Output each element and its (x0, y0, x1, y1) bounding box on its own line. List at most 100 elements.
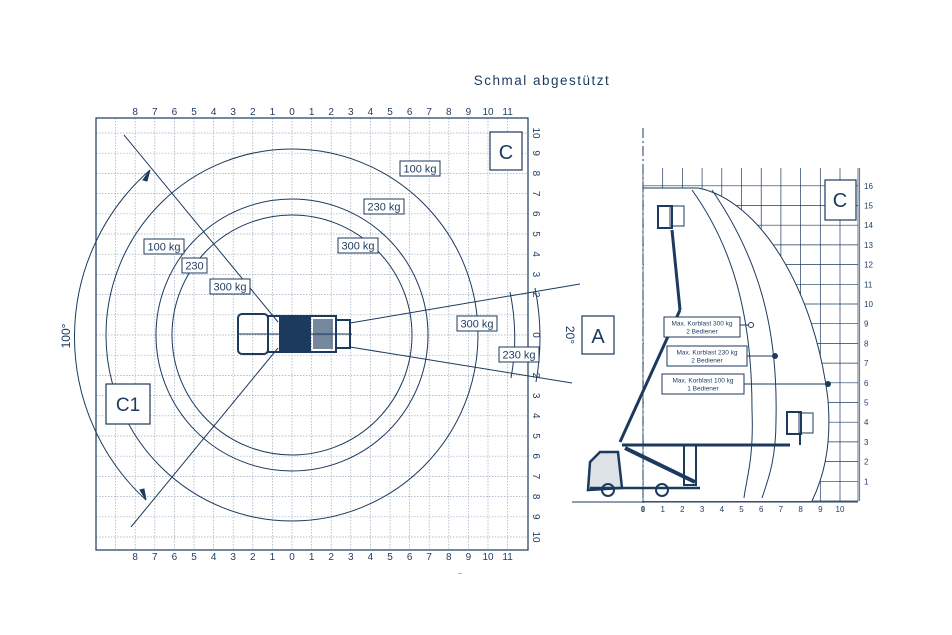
svg-text:Max. Korblast 230 kg: Max. Korblast 230 kg (676, 350, 737, 357)
side-x-tick-label: 10 (836, 505, 845, 514)
side-x-tick-label: 7 (779, 505, 784, 514)
arc-a-angle (534, 287, 541, 383)
side-y-tick-label: 14 (864, 221, 873, 230)
x-tick-label-top: 4 (211, 107, 217, 118)
x-tick-label-top: 8 (446, 107, 452, 118)
zone-c-label: C (489, 131, 523, 171)
side-y-tick-label: 8 (864, 339, 869, 348)
y-tick-label: 2 (530, 292, 541, 298)
x-tick-label-top: 6 (407, 107, 413, 118)
side-y-tick-label: 16 (864, 182, 873, 191)
sector-line-a-lower (349, 346, 573, 384)
side-view-envelopes (643, 187, 831, 502)
envelope-300kg (691, 189, 753, 499)
x-tick-label-top: 7 (152, 107, 158, 118)
side-x-tick-label: 8 (798, 505, 803, 514)
x-tick-label-bottom: 4 (211, 552, 217, 563)
x-tick-label-bottom: 6 (407, 552, 413, 563)
x-tick-label-bottom: 5 (387, 552, 393, 563)
zone-c-text: C (499, 142, 513, 164)
x-tick-label-top: 1 (270, 107, 276, 118)
side-y-tick-label: 6 (864, 379, 869, 388)
y-tick-label: 8 (530, 494, 541, 500)
x-tick-label-top: 5 (191, 107, 197, 118)
x-tick-label-top: 1 (309, 107, 315, 118)
x-tick-label-bottom: 7 (152, 552, 158, 563)
svg-text:100 kg: 100 kg (147, 242, 180, 254)
envelope-100kg (643, 187, 830, 502)
side-x-tick-label: 4 (720, 505, 725, 514)
load-tag-mid-top: 230 kg (363, 198, 405, 215)
load-tag-left-inner: 300 kg (209, 278, 251, 295)
sector-line-lower-left (130, 347, 279, 528)
y-tick-label: 7 (530, 474, 541, 480)
side-x-tick-label: 1 (660, 505, 665, 514)
footer-mark: ¨ (458, 572, 461, 583)
x-tick-label-top: 10 (482, 107, 494, 118)
y-tick-label: 0 (530, 332, 541, 338)
x-tick-label-top: 6 (172, 107, 178, 118)
y-tick-label: 7 (530, 191, 541, 197)
load-tag-left-outer: 100 kg (143, 238, 185, 255)
x-tick-label-top: 7 (426, 107, 432, 118)
x-tick-label-top: 8 (132, 107, 138, 118)
side-x-tick-label: 6 (759, 505, 764, 514)
svg-text:300 kg: 300 kg (341, 241, 374, 253)
zone-c1-label: C1 (105, 383, 151, 425)
x-tick-label-bottom: 2 (328, 552, 334, 563)
diagram-title: Schmal abgestützt (474, 73, 611, 88)
side-x-tick-label: 0 (641, 505, 646, 514)
side-y-tick-label: 4 (864, 418, 869, 427)
side-y-tick-label: 9 (864, 320, 869, 329)
svg-text:Max. Korblast 300 kg: Max. Korblast 300 kg (671, 321, 732, 328)
side-y-tick-label: 2 (864, 458, 869, 467)
load-tag-inner-top: 300 kg (337, 237, 379, 254)
legend-item: Max. Korblast 300 kg2 Bediener (663, 316, 741, 338)
x-tick-label-top: 3 (348, 107, 354, 118)
sector-line-upper-left (123, 134, 279, 323)
arrow-head-icon (139, 488, 147, 501)
side-y-tick-label: 12 (864, 261, 873, 270)
x-tick-label-top: 4 (368, 107, 374, 118)
x-tick-label-bottom: 3 (230, 552, 236, 563)
y-tick-label: 9 (530, 150, 541, 156)
angle-20-label: 20° (563, 326, 577, 344)
x-tick-label-bottom: 9 (466, 552, 472, 563)
side-x-tick-label: 9 (818, 505, 823, 514)
svg-text:230 kg: 230 kg (502, 350, 535, 362)
range-circle-300kg (171, 214, 413, 456)
y-tick-label: 3 (530, 272, 541, 278)
range-circle-230kg (155, 198, 429, 472)
side-y-tick-label: 11 (864, 280, 873, 289)
range-arc-c1-100deg (74, 169, 151, 501)
y-tick-label: 8 (530, 171, 541, 177)
x-tick-label-top: 9 (466, 107, 472, 118)
x-tick-label-bottom: 11 (502, 552, 513, 563)
x-tick-label-bottom: 4 (368, 552, 374, 563)
y-tick-label: 6 (530, 211, 541, 217)
side-y-tick-label: 7 (864, 359, 869, 368)
svg-text:Max. Korblast 100 kg: Max. Korblast 100 kg (672, 378, 733, 385)
svg-text:300 kg: 300 kg (213, 282, 246, 294)
x-tick-label-top: 5 (387, 107, 393, 118)
y-tick-label: 4 (530, 413, 541, 419)
x-tick-label-bottom: 1 (309, 552, 315, 563)
load-tag-outer-top: 100 kg (399, 160, 441, 177)
x-tick-label-top: 3 (230, 107, 236, 118)
sector-line-a-upper (349, 283, 581, 324)
svg-text:300 kg: 300 kg (460, 319, 493, 331)
side-x-tick-label: 2 (680, 505, 685, 514)
x-tick-label-top: 11 (502, 107, 513, 118)
svg-text:1 Bediener: 1 Bediener (687, 386, 719, 393)
x-tick-label-bottom: 8 (132, 552, 138, 563)
y-tick-label: 10 (530, 531, 541, 543)
x-tick-label-bottom: 3 (348, 552, 354, 563)
side-zone-c-text: C (833, 190, 847, 212)
svg-text:100 kg: 100 kg (403, 164, 436, 176)
zone-a-text: A (591, 326, 605, 348)
side-y-tick-label: 1 (864, 477, 869, 486)
